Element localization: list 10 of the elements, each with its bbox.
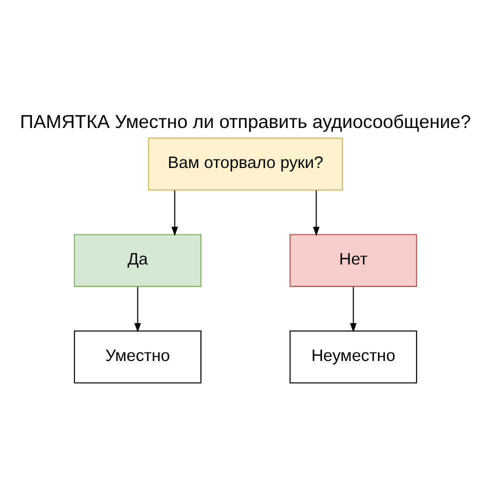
arrow bbox=[171, 190, 178, 236]
node-box: Уместно bbox=[74, 330, 202, 383]
node-box: Нет bbox=[290, 234, 418, 286]
node-box: Неуместно bbox=[290, 330, 418, 383]
arrow bbox=[134, 286, 141, 332]
diagram-title: ПАМЯТКА Уместно ли отправить аудиосообщение? bbox=[20, 110, 471, 132]
node-box: Да bbox=[74, 234, 202, 286]
arrow bbox=[313, 190, 320, 236]
arrow bbox=[350, 286, 357, 332]
node-box: Вам оторвало руки? bbox=[148, 137, 343, 190]
